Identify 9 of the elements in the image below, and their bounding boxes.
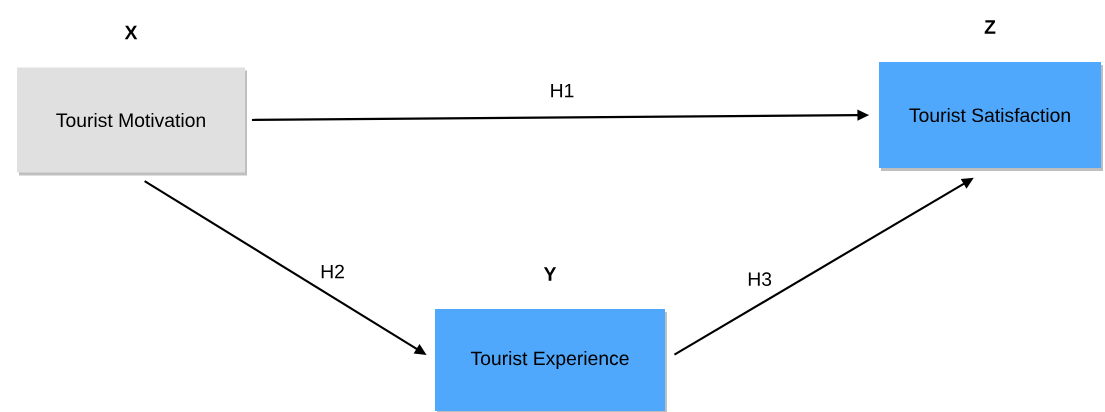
- variable-heading: X: [124, 25, 138, 40]
- concept-box: Tourist Experience: [435, 309, 667, 412]
- variable-heading: Y: [543, 267, 557, 281]
- edge-label: H1: [551, 83, 574, 98]
- edge-label: H3: [748, 272, 772, 286]
- concept-box: Tourist Satisfaction: [879, 62, 1103, 171]
- concept-box: Tourist Motivation: [17, 67, 247, 176]
- variable-heading: Z: [984, 20, 996, 34]
- edge-label: H2: [321, 264, 344, 279]
